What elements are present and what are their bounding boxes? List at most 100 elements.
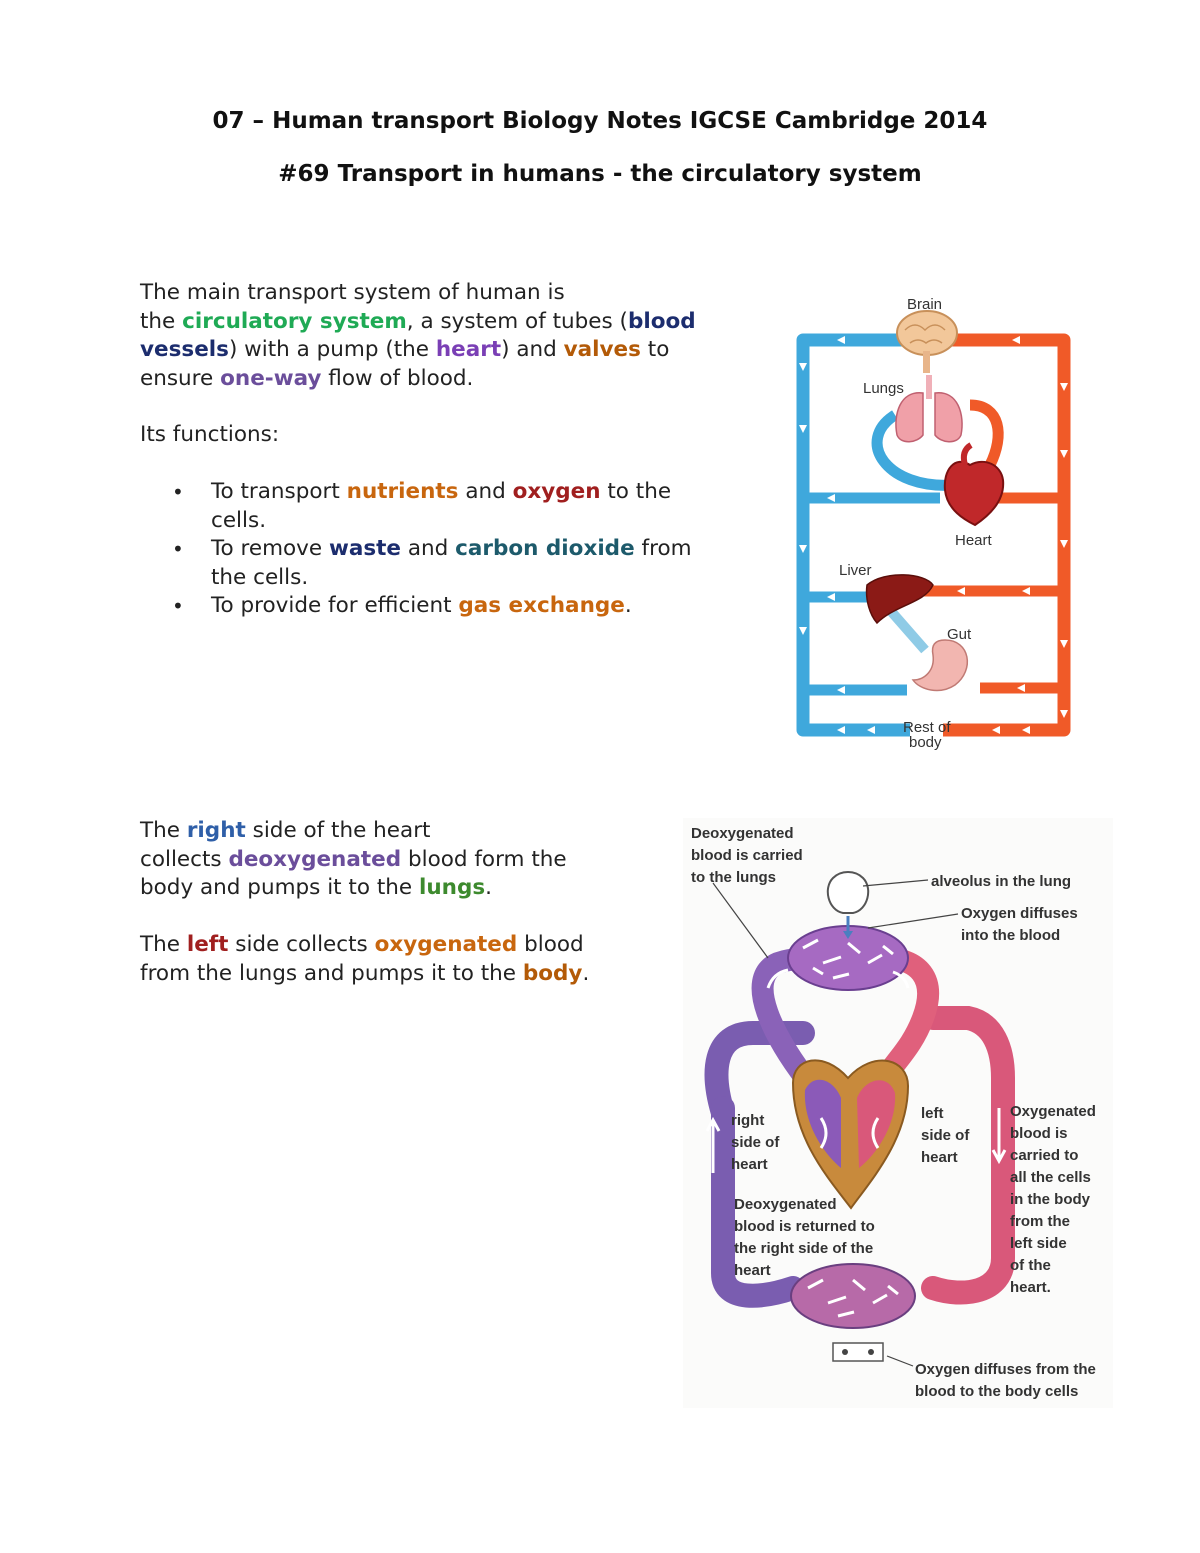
heart-sides-paragraph: The right side of the heart collects deo…: [140, 817, 660, 988]
keyword-right: right: [186, 818, 246, 843]
brain-icon: [896, 310, 958, 373]
keyword-oxygenated: oxygenated: [374, 932, 518, 957]
keyword-lungs: lungs: [418, 875, 486, 900]
intro-text: ) with a pump (the: [228, 337, 436, 362]
item-text: .: [624, 593, 632, 618]
label-liver: Liver: [839, 562, 872, 579]
sides-line: from the lungs and pumps it to the body.: [140, 960, 660, 989]
intro-line: The main transport system of human is: [140, 279, 780, 308]
pulmonary-vein: [969, 399, 1004, 468]
list-item: To provide for efficient gas exchange.: [140, 592, 780, 621]
item-text: cells.: [211, 507, 267, 533]
intro-paragraph: The main transport system of human is th…: [140, 279, 780, 393]
label-body: body: [909, 734, 942, 751]
keyword-blood: blood: [627, 308, 696, 334]
arrow-icon: [766, 968, 910, 989]
keyword-nutrients: nutrients: [346, 479, 459, 504]
label-heart: Heart: [955, 532, 993, 549]
liver-icon: [865, 574, 934, 625]
keyword-carbon-dioxide: carbon dioxide: [455, 536, 635, 561]
keyword-circulatory-system: circulatory system: [182, 308, 407, 334]
blank-line: [140, 903, 660, 932]
intro-text: ) and: [501, 337, 564, 362]
item-text: and: [458, 479, 513, 504]
keyword-body: body: [522, 960, 583, 986]
item-text: to the: [600, 479, 672, 504]
arrow-up-icon: [705, 1116, 721, 1173]
sides-text: .: [582, 960, 590, 986]
sides-text: collects: [140, 846, 229, 872]
sides-line: collects deoxygenated blood form the: [140, 846, 660, 875]
sides-text: blood: [517, 932, 584, 957]
deoxygenated-vein: [711, 1096, 805, 1308]
intro-text: flow of blood.: [321, 365, 474, 391]
label-brain: Brain: [907, 296, 942, 313]
keyword-one-way: one-way: [220, 365, 322, 391]
intro-line: ensure one-way flow of blood.: [140, 365, 780, 394]
heart-icon: [943, 442, 1005, 527]
intro-text: to: [640, 337, 670, 362]
keyword-deoxygenated: deoxygenated: [228, 846, 402, 872]
aorta: [921, 1006, 1015, 1305]
deoxygenated-vessel: [796, 333, 910, 737]
keyword-oxygen: oxygen: [512, 479, 601, 504]
alveolus-icon: [826, 871, 870, 939]
page-title: 07 – Human transport Biology Notes IGCSE…: [212, 108, 988, 134]
arrow-icon: [1060, 383, 1068, 718]
item-text: and: [400, 536, 456, 561]
item-text: To transport: [211, 479, 347, 504]
sides-text: side of the heart: [245, 818, 431, 843]
sides-text: The: [140, 818, 187, 843]
keyword-vessels: vessels: [140, 337, 229, 362]
intro-text: the: [140, 308, 183, 334]
list-item: To remove waste and carbon dioxide from …: [140, 535, 780, 592]
circulation-diagram: Brain Lungs Heart Liver Gut Rest of body: [796, 296, 1071, 751]
intro-text: The main transport system of human is: [140, 280, 565, 305]
sides-text: .: [485, 875, 492, 900]
sides-text: from the lungs and pumps it to the: [140, 960, 523, 986]
sides-text: side collects: [228, 932, 375, 957]
keyword-valves: valves: [563, 337, 641, 362]
oxygenated-vessel: [943, 333, 1071, 737]
sides-text: The: [140, 932, 187, 957]
keyword-heart: heart: [435, 337, 502, 362]
intro-text: ensure: [140, 365, 221, 391]
list-item: To transport nutrients and oxygen to the…: [140, 478, 780, 535]
flow-arrows: [705, 968, 1007, 1173]
sides-text: blood form the: [401, 846, 567, 872]
functions-heading: Its functions:: [140, 422, 280, 447]
body-capillary-bed: [790, 1263, 916, 1362]
flow-arrows: [799, 336, 1068, 734]
keyword-waste: waste: [328, 536, 401, 561]
intro-line: the circulatory system, a system of tube…: [140, 308, 780, 337]
heart-icon: [791, 1059, 910, 1210]
keyword-left: left: [186, 932, 229, 957]
label-lungs: Lungs: [863, 380, 904, 397]
sides-line: body and pumps it to the lungs.: [140, 874, 660, 903]
label-rest-of: Rest of: [903, 719, 951, 736]
sides-line: The right side of the heart: [140, 817, 660, 846]
item-text: To provide for efficient: [211, 593, 459, 618]
sides-text: body and pumps it to the: [140, 875, 419, 900]
pointer-lines: [712, 879, 959, 1367]
label-oxygenated-blood-carried: Oxygenated blood is carried to all the c…: [1010, 1103, 1100, 1296]
item-text: the cells.: [211, 564, 309, 590]
page-subtitle: #69 Transport in humans - the circulator…: [278, 161, 922, 187]
pulmonary-artery: [871, 410, 956, 491]
item-text: from: [634, 536, 692, 561]
functions-list: To transport nutrients and oxygen to the…: [140, 478, 780, 621]
intro-text: , a system of tubes (: [406, 308, 628, 334]
sides-line: The left side collects oxygenated blood: [140, 931, 660, 960]
keyword-gas-exchange: gas exchange: [458, 593, 625, 618]
hepatic-portal-vein: [886, 606, 929, 654]
item-text: To remove: [211, 536, 329, 561]
lungs-icon: [895, 375, 963, 443]
arrow-down-icon: [991, 1108, 1007, 1165]
